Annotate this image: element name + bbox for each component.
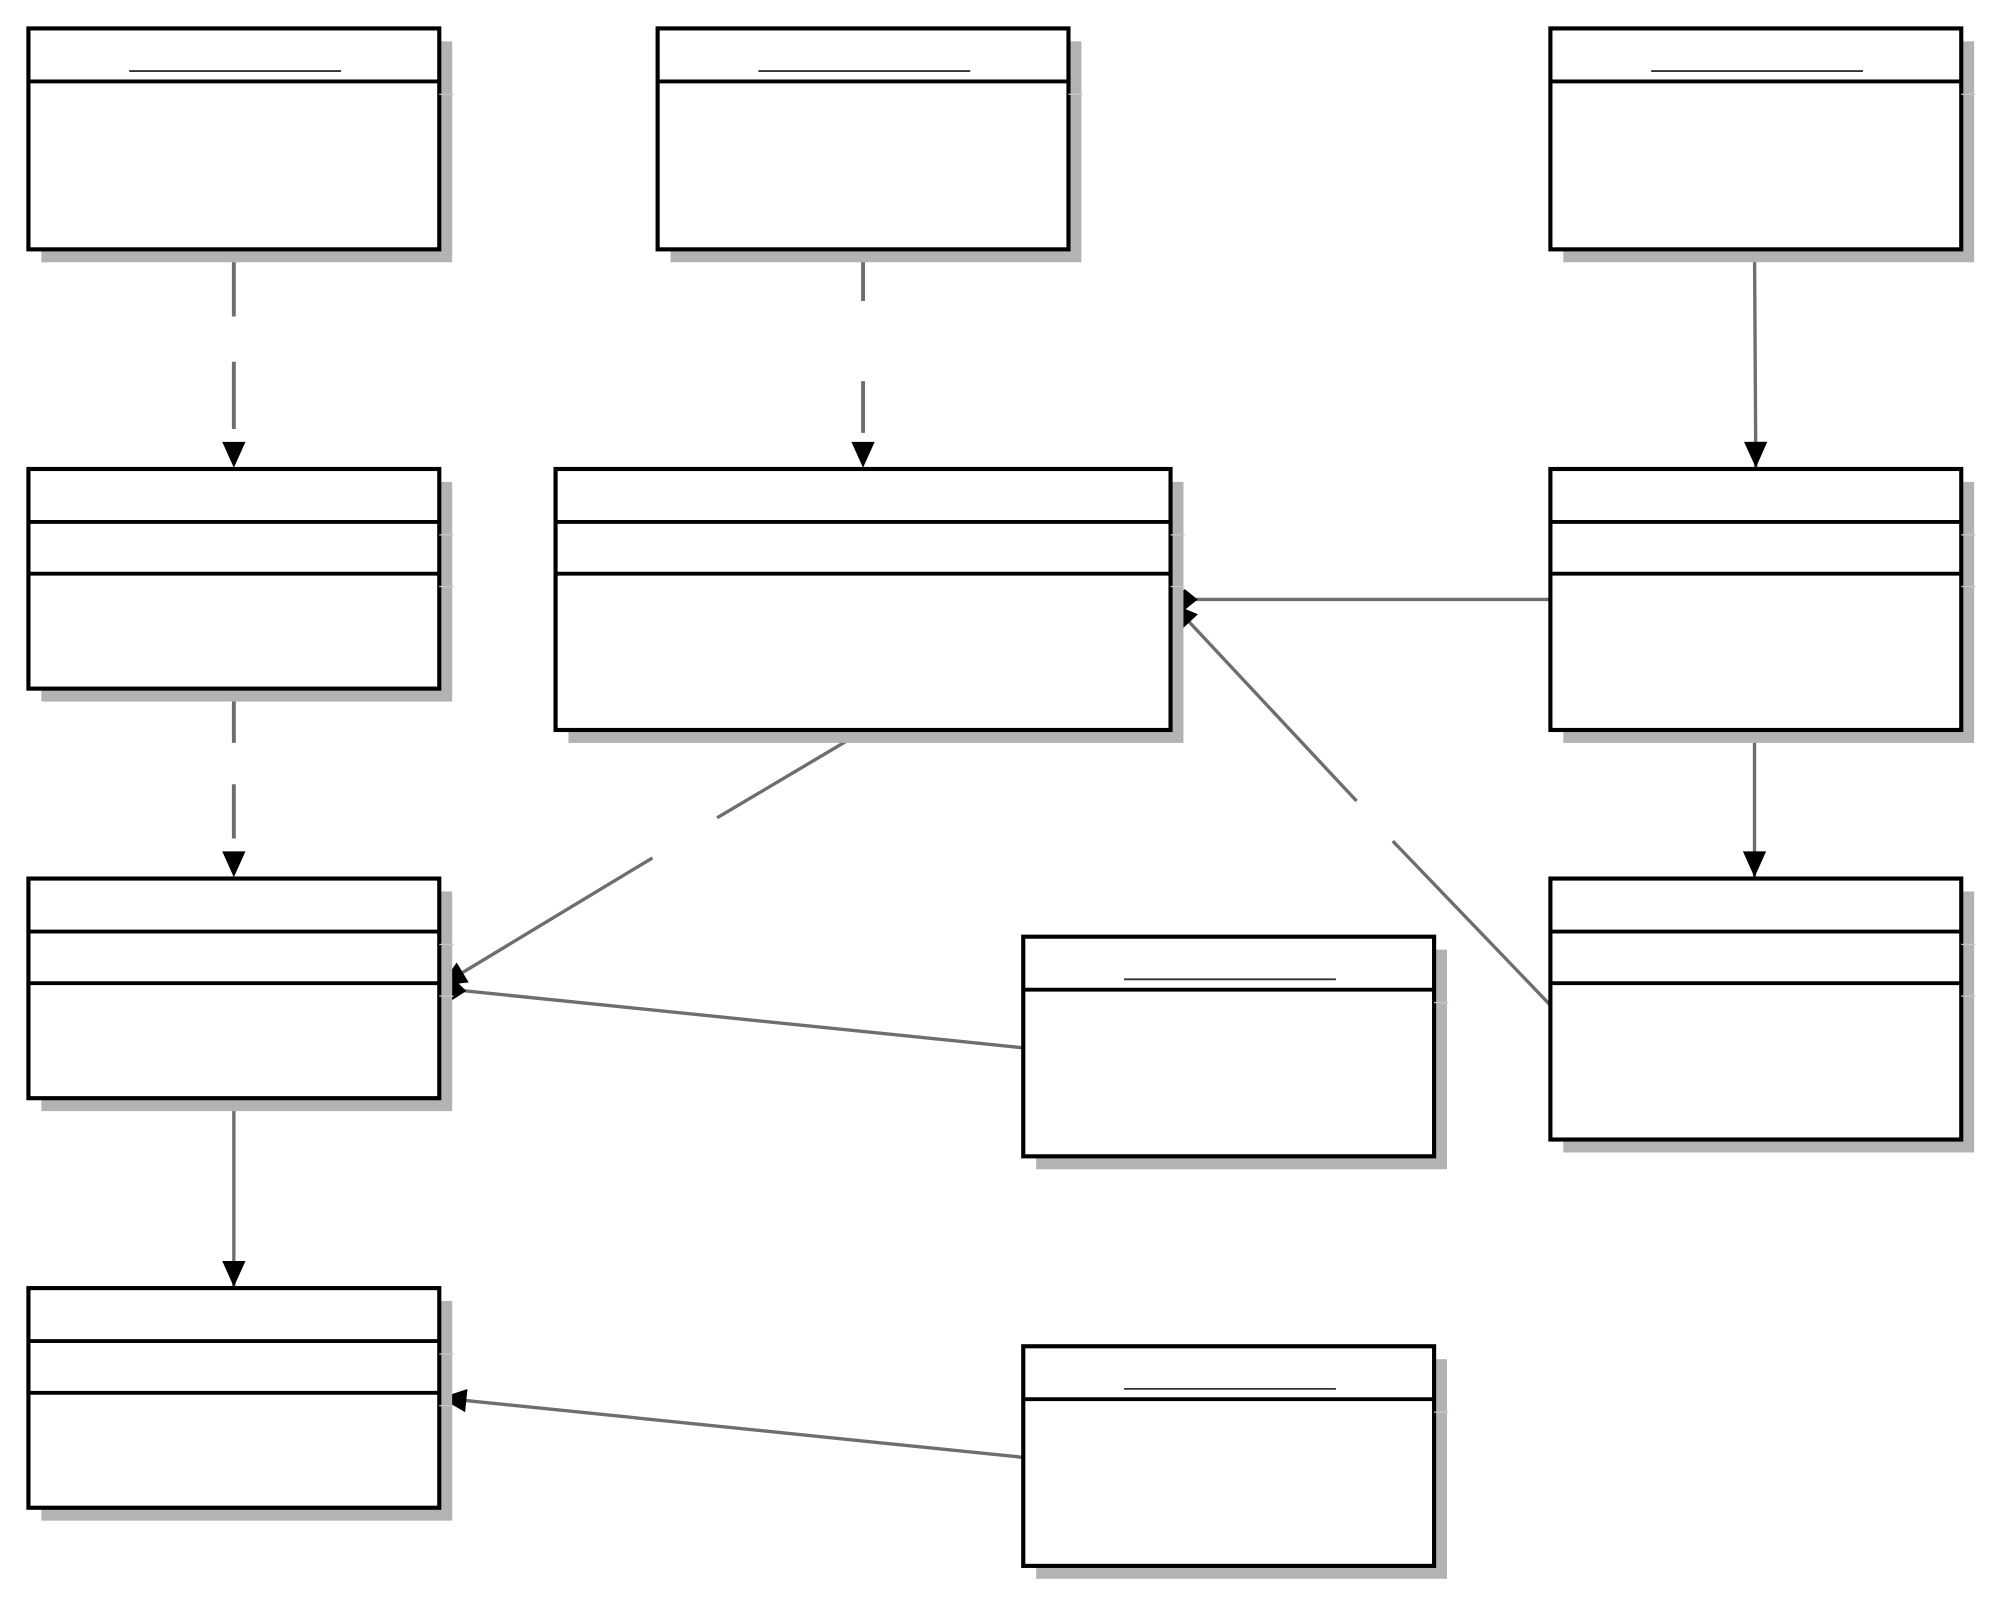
class-box[interactable]: [26, 876, 454, 1112]
box-frame: [1548, 26, 1964, 252]
object-box[interactable]: [1548, 26, 1976, 263]
box-frame: [1548, 876, 1964, 1142]
box-frame: [655, 26, 1071, 252]
association-line: [1170, 602, 1358, 803]
box-frame: [26, 466, 442, 691]
object-box[interactable]: [655, 26, 1083, 263]
object-box[interactable]: [26, 26, 454, 263]
connector: [222, 688, 246, 878]
connector: [440, 1388, 1024, 1460]
association-line: [439, 856, 654, 988]
triangle-arrowhead: [222, 441, 246, 468]
object-box[interactable]: [1021, 934, 1449, 1170]
box-frame: [26, 876, 442, 1101]
object-box[interactable]: [1021, 1344, 1449, 1579]
boxes-layer: [26, 26, 1976, 1579]
class-box[interactable]: [553, 466, 1185, 743]
triangle-arrowhead: [440, 1388, 468, 1413]
connector: [1171, 589, 1551, 610]
connector: [851, 249, 875, 468]
triangle-arrowhead: [222, 851, 246, 878]
association-line: [1391, 839, 1552, 1007]
class-box[interactable]: [26, 1286, 454, 1521]
box-frame: [553, 466, 1173, 733]
triangle-arrowhead: [222, 1260, 246, 1287]
triangle-arrowhead: [1744, 441, 1768, 468]
connector: [440, 979, 1024, 1050]
box-frame: [1548, 466, 1964, 733]
connectors-layer: [222, 249, 1768, 1460]
connector: [439, 729, 864, 988]
connector: [1744, 249, 1768, 468]
box-frame: [26, 26, 442, 252]
box-frame: [1021, 934, 1437, 1159]
association-line: [1752, 249, 1758, 468]
association-line: [440, 986, 1024, 1050]
connector: [222, 1098, 246, 1287]
class-box[interactable]: [26, 466, 454, 702]
connector: [222, 249, 246, 468]
association-line: [440, 1396, 1024, 1460]
class-box[interactable]: [1548, 876, 1976, 1153]
association-line: [716, 729, 864, 820]
triangle-arrowhead: [851, 441, 875, 468]
box-frame: [1021, 1344, 1437, 1568]
box-frame: [26, 1286, 442, 1510]
connector: [1742, 731, 1767, 878]
triangle-arrowhead: [1742, 851, 1767, 878]
class-box[interactable]: [1548, 466, 1976, 743]
